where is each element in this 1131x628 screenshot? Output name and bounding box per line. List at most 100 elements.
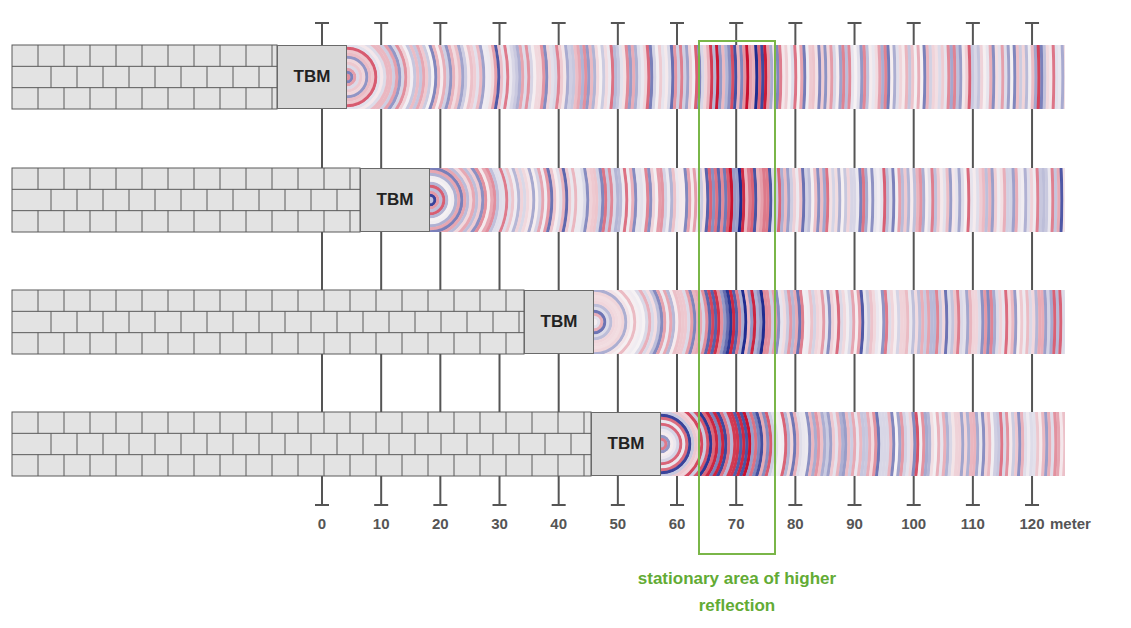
reflection-band <box>594 290 1028 354</box>
scale-tick <box>380 354 382 412</box>
scale-tick <box>854 354 856 412</box>
reflection-band <box>430 168 495 232</box>
brick-joint <box>376 290 377 311</box>
reflection-band <box>594 290 1040 354</box>
reflection-band <box>594 290 749 354</box>
scale-tick <box>380 476 382 505</box>
reflection-band <box>661 412 942 476</box>
scale-tick <box>1031 354 1033 412</box>
brick-joint <box>272 333 273 354</box>
reflection-band <box>347 45 721 109</box>
reflection-band <box>430 168 588 232</box>
scale-tick <box>1031 23 1033 45</box>
reflection-band <box>347 45 703 109</box>
reflection-band <box>661 412 1065 476</box>
reflection-band <box>594 290 656 354</box>
scale-tick <box>1025 504 1039 506</box>
reflection-band <box>430 168 855 232</box>
reflection-band <box>430 168 474 232</box>
reflection-band <box>347 45 727 109</box>
reflection-band <box>430 168 786 232</box>
reflection-band <box>347 45 700 109</box>
reflection-band <box>661 412 798 476</box>
scale-tick <box>558 476 560 505</box>
reflection-band <box>347 45 1048 109</box>
scale-tick <box>788 504 802 506</box>
reflection-band <box>594 290 632 354</box>
reflection-band <box>430 168 711 232</box>
reflection-band <box>347 45 649 109</box>
scale-tick <box>913 109 915 168</box>
brick-joint <box>194 168 195 189</box>
reflection-band <box>430 168 477 232</box>
reflection-band <box>347 45 496 109</box>
brick-joint <box>337 189 338 210</box>
reflection-band <box>594 290 791 354</box>
axis-label: 0 <box>318 515 326 532</box>
reflection-band <box>661 412 930 476</box>
brick-joint <box>220 211 221 232</box>
brick-joint <box>272 290 273 311</box>
brick-joint <box>454 412 455 433</box>
reflection-band <box>594 290 923 354</box>
reflection-band <box>430 168 633 232</box>
reflection-band <box>430 168 891 232</box>
brick-joint <box>259 433 260 454</box>
brick-joint <box>324 168 325 189</box>
brick-joint <box>493 433 494 454</box>
reflection-band <box>661 412 858 476</box>
reflection-band <box>347 45 790 109</box>
reflection-band <box>347 45 1012 109</box>
reflection-band <box>661 412 807 476</box>
reflection-band <box>430 168 819 232</box>
reflection-band <box>661 412 849 476</box>
reflection-band <box>661 412 753 476</box>
brick-joint <box>298 455 299 476</box>
reflection-band <box>347 45 952 109</box>
reflection-band <box>347 45 862 109</box>
reflection-band <box>661 412 981 476</box>
tbm-label: TBM <box>541 312 578 332</box>
reflection-band <box>594 290 815 354</box>
reflection-band <box>594 290 701 354</box>
reflection-band <box>347 45 403 109</box>
reflection-band <box>430 168 1023 232</box>
brick-joint <box>246 45 247 66</box>
reflection-band <box>661 412 786 476</box>
reflection-band <box>347 45 850 109</box>
reflection-band <box>661 412 708 476</box>
brick-joint <box>90 211 91 232</box>
reflection-band <box>430 168 996 232</box>
reflection-band <box>347 45 478 109</box>
reflection-band <box>347 45 646 109</box>
axis-label: 40 <box>550 515 567 532</box>
reflection-band <box>347 45 901 109</box>
reflection-band <box>347 45 979 109</box>
reflection-band <box>430 168 1032 232</box>
reflection-band <box>594 290 830 354</box>
reflection-band <box>430 168 582 232</box>
reflection-band <box>347 45 940 109</box>
reflection-band <box>661 412 777 476</box>
brick-joint <box>12 87 277 88</box>
reflection-band <box>594 290 695 354</box>
reflection-band <box>594 290 677 354</box>
brick-joint <box>64 168 65 189</box>
reflection-band <box>594 317 599 327</box>
zone-caption: stationary area of higher reflection <box>612 565 862 619</box>
brick-joint <box>116 412 117 433</box>
reflection-band <box>430 168 603 232</box>
scale-tick <box>794 476 796 505</box>
reflection-band <box>594 290 743 354</box>
reflection-band <box>430 168 684 232</box>
reflection-band <box>594 290 827 354</box>
reflection-band <box>661 412 744 476</box>
reflection-band <box>594 290 674 354</box>
reflection-band <box>430 168 513 232</box>
reflection-band <box>661 412 831 476</box>
brick-joint <box>220 333 221 354</box>
reflection-band <box>594 290 851 354</box>
reflection-band <box>347 45 469 109</box>
reflection-band <box>430 168 804 232</box>
reflection-band <box>347 45 652 109</box>
